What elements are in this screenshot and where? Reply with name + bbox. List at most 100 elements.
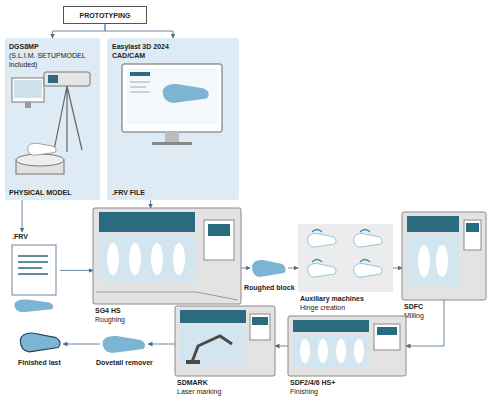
node-text: Laser marking bbox=[177, 387, 221, 396]
turntable-base bbox=[16, 160, 64, 174]
monitor-stand bbox=[165, 132, 179, 142]
flow-arrow bbox=[393, 267, 402, 268]
node-heading: .FRV bbox=[12, 232, 28, 241]
control-screen bbox=[208, 224, 230, 236]
flow-arrow bbox=[275, 346, 288, 347]
machine-top bbox=[293, 320, 369, 332]
file-document: .FRV bbox=[10, 232, 60, 296]
node-heading: Auxiliary machines bbox=[300, 294, 364, 303]
turntable-top bbox=[16, 154, 64, 166]
shoe-icon bbox=[354, 234, 382, 248]
last-blank bbox=[318, 339, 328, 363]
flow-arrow bbox=[288, 268, 298, 269]
last-blank bbox=[354, 339, 364, 363]
node-text: Milling bbox=[404, 311, 424, 320]
node-heading: Roughed block bbox=[244, 283, 295, 292]
document-page bbox=[12, 245, 56, 295]
node-text: Hinge creation bbox=[300, 303, 345, 312]
flow-arrow bbox=[148, 344, 175, 345]
machine-body bbox=[175, 306, 275, 376]
shoe-model bbox=[163, 84, 209, 103]
node-heading: SDFC bbox=[404, 302, 423, 311]
node-heading: DGS8MP bbox=[9, 42, 95, 51]
machine-window bbox=[407, 236, 459, 286]
product-shape: Dovetail remover bbox=[100, 334, 148, 354]
last-blank bbox=[173, 243, 185, 275]
product-shape: Roughed block bbox=[250, 257, 288, 279]
monitor-screen bbox=[14, 80, 42, 98]
shoe-model bbox=[102, 336, 145, 353]
monitor-frame bbox=[122, 64, 222, 132]
machine-window bbox=[180, 326, 246, 366]
last-blank bbox=[129, 243, 141, 275]
flow-arrow bbox=[60, 270, 93, 271]
control-screen bbox=[466, 223, 479, 232]
machine-body bbox=[288, 316, 406, 376]
machine: SDF2/4/6 HS+Finishing bbox=[288, 316, 406, 376]
last-blank bbox=[300, 339, 310, 363]
monitor-stand bbox=[25, 102, 31, 108]
monitor-base bbox=[152, 142, 192, 145]
shoe-model bbox=[20, 333, 60, 352]
machine-top bbox=[180, 310, 246, 323]
control-panel bbox=[204, 220, 234, 260]
machine-body bbox=[402, 212, 486, 300]
shoe-icon bbox=[308, 234, 336, 248]
control-screen bbox=[252, 317, 268, 325]
document-lines bbox=[18, 256, 48, 274]
control-panel bbox=[250, 314, 270, 340]
monitor-frame bbox=[12, 78, 44, 102]
flow-arrow bbox=[150, 200, 151, 208]
control-panel bbox=[464, 220, 481, 250]
node-text: Roughing bbox=[95, 315, 125, 324]
shoe-model bbox=[252, 260, 286, 277]
scanner-lens bbox=[48, 75, 58, 83]
machine-top bbox=[407, 216, 459, 232]
last-blank bbox=[107, 243, 119, 275]
node-heading: SDF2/4/6 HS+ bbox=[290, 378, 335, 387]
monitor-screen bbox=[126, 68, 218, 124]
node-heading: .FRV FILE bbox=[112, 188, 222, 197]
machine-group: Auxiliary machinesHinge creation bbox=[298, 224, 393, 292]
node-heading: Finished last bbox=[18, 358, 61, 367]
flow-arrow bbox=[53, 24, 106, 38]
machine: SDFCMilling bbox=[402, 212, 486, 300]
node-heading: Easylast 3D 2024 CAD/CAM bbox=[112, 42, 192, 60]
node-heading: SDMARK bbox=[177, 378, 208, 387]
robot-base bbox=[186, 360, 200, 364]
flow-arrow bbox=[63, 344, 100, 345]
machine: SDMARKLaser marking bbox=[175, 306, 275, 376]
node-text: Finishing bbox=[290, 387, 318, 396]
machine-top bbox=[99, 212, 195, 232]
machine-window bbox=[293, 335, 369, 367]
ui-bar bbox=[130, 72, 150, 76]
hinge-arrow bbox=[312, 230, 370, 263]
machine: SG4 HSRoughing bbox=[93, 208, 241, 304]
node-heading: PROTOTYPING bbox=[64, 11, 146, 20]
stage-box: PROTOTYPING bbox=[63, 6, 147, 24]
shoe-model bbox=[14, 299, 53, 312]
scanner-head bbox=[44, 72, 90, 86]
tripod-legs bbox=[54, 86, 82, 152]
last-blank bbox=[436, 245, 448, 277]
machine-window bbox=[99, 236, 195, 282]
node-heading: Dovetail remover bbox=[96, 358, 153, 367]
method-panel: Easylast 3D 2024 CAD/CAM .FRV FILE bbox=[107, 38, 239, 200]
robot-arm bbox=[192, 336, 232, 362]
node-text: (S.L.I.M. SETUPMODEL included) bbox=[9, 51, 95, 69]
shoe-icon bbox=[308, 264, 336, 278]
control-panel bbox=[374, 324, 400, 350]
machine-base bbox=[96, 292, 238, 300]
shoe-model bbox=[28, 143, 56, 155]
last-blank bbox=[336, 339, 346, 363]
flow-arrow bbox=[406, 300, 444, 346]
control-screen bbox=[377, 327, 397, 335]
flow-arrow bbox=[22, 200, 23, 232]
node-heading: SG4 HS bbox=[95, 306, 121, 315]
ui-lines bbox=[130, 82, 150, 92]
product-shape: Finished last bbox=[18, 330, 63, 354]
flow-arrow bbox=[241, 268, 250, 269]
method-panel: DGS8MP(S.L.I.M. SETUPMODEL included)PHYS… bbox=[5, 38, 100, 200]
shoe-icon bbox=[354, 264, 382, 278]
